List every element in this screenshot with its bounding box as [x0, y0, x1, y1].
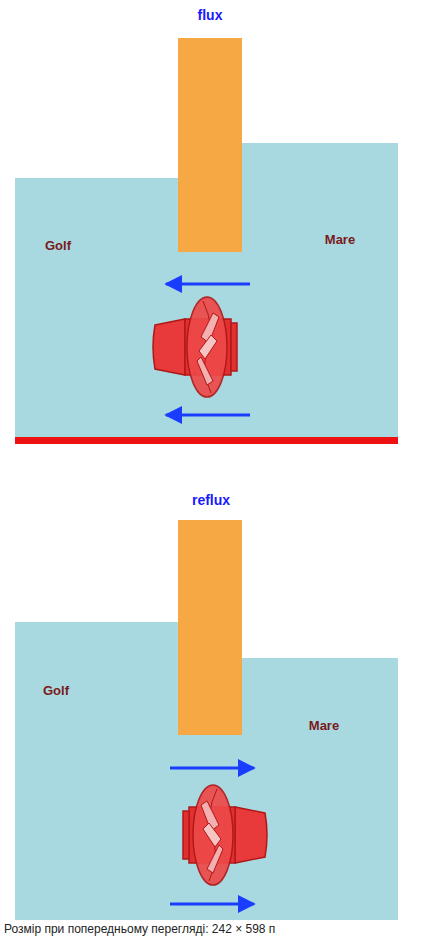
water-body-label: Golf — [45, 238, 71, 253]
water-body-label: Mare — [309, 718, 339, 733]
flow-arrow — [170, 767, 254, 770]
barrage-wall — [178, 520, 242, 735]
panel-title: reflux — [192, 492, 230, 508]
separator-line — [15, 437, 398, 444]
flow-arrow — [166, 283, 250, 286]
turbine — [153, 297, 237, 397]
water-body-label: Mare — [325, 232, 355, 247]
turbine — [183, 785, 267, 885]
flow-arrow — [166, 414, 250, 417]
flow-arrow — [170, 903, 254, 906]
water-body-label: Golf — [43, 683, 69, 698]
barrage-wall — [178, 38, 242, 252]
preview-size-caption: Розмір при попередньому перегляді: 242 ×… — [4, 922, 275, 936]
panel-title: flux — [198, 7, 223, 23]
